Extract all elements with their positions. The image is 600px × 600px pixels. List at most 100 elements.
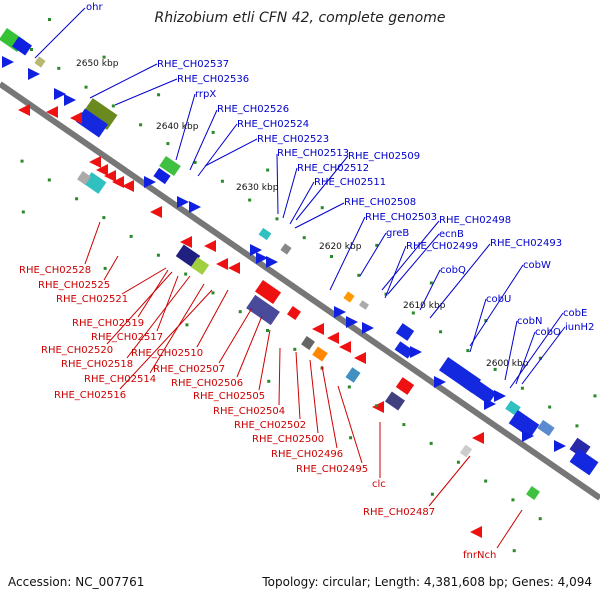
strand-arrow: [334, 306, 346, 318]
gene-label: RHE_CH02507: [153, 364, 225, 375]
feature-track: [0, 27, 599, 538]
leader-lines: [34, 7, 566, 549]
leader-line: [387, 233, 440, 295]
gene-label: RHE_CH02523: [257, 134, 329, 145]
rna-dot: [320, 206, 324, 210]
rna-dot: [484, 319, 488, 323]
strand-arrow: [144, 176, 156, 188]
genome-backbone: [0, 81, 600, 501]
gene-feature: [526, 486, 540, 500]
strand-arrow: [472, 432, 484, 444]
strand-arrow: [54, 88, 66, 100]
gene-label: cobW: [523, 260, 551, 271]
rna-dot: [267, 379, 271, 383]
rna-dot: [548, 405, 552, 409]
gene-feature: [175, 244, 201, 268]
rna-dot: [439, 330, 443, 334]
leader-line: [278, 347, 281, 406]
rna-dot: [211, 291, 215, 295]
rna-dot: [302, 236, 306, 240]
rna-dot: [593, 394, 597, 398]
kbp-label: 2640 kbp: [156, 122, 199, 132]
strand-arrow: [204, 240, 216, 252]
gene-label: RHE_CH02537: [157, 59, 229, 70]
leader-line: [196, 289, 229, 348]
strand-arrow: [250, 244, 262, 256]
leader-line: [282, 167, 298, 219]
gene-label: iunH2: [565, 322, 594, 333]
gene-feature: [537, 419, 555, 437]
rna-dot: [185, 323, 189, 327]
leader-line: [126, 275, 191, 359]
leader-line: [329, 216, 366, 291]
strand-arrow: [122, 180, 134, 192]
rna-dot: [402, 423, 406, 427]
gene-label: RHE_CH02514: [84, 374, 156, 385]
strand-arrow: [28, 68, 40, 80]
rna-dot: [349, 436, 353, 440]
gene-feature: [77, 171, 91, 185]
rna-dot: [238, 310, 242, 314]
gene-label: RHE_CH02528: [19, 265, 91, 276]
gene-feature: [385, 391, 405, 411]
strand-arrow: [104, 170, 116, 182]
leader-line: [428, 455, 471, 507]
rna-dot: [193, 160, 197, 164]
kbp-label: 2650 kbp: [76, 59, 119, 69]
gene-feature: [254, 279, 282, 305]
rna-dot: [512, 549, 516, 553]
strand-arrow: [96, 164, 108, 176]
strand-arrow: [89, 156, 101, 168]
gene-label: RHE_CH02505: [193, 391, 265, 402]
leader-line: [114, 78, 178, 106]
leader-line: [294, 202, 345, 229]
rna-dot: [466, 349, 470, 353]
gene-label: ecnB: [439, 229, 464, 240]
leader-line: [149, 283, 205, 374]
strand-arrow: [339, 341, 351, 353]
gene-label: RHE_CH02500: [252, 434, 324, 445]
gene-label: clc: [372, 479, 386, 490]
rna-dot: [20, 159, 24, 163]
gene-label: RHE_CH02524: [237, 119, 309, 130]
rna-dot: [84, 85, 88, 89]
gene-label: RHE_CH02487: [363, 507, 435, 518]
leader-line: [469, 264, 524, 347]
gene-label: RHE_CH02518: [61, 359, 133, 370]
gene-feature: [12, 36, 32, 56]
gene-label: RHE_CH02519: [72, 318, 144, 329]
strand-arrow: [18, 104, 30, 116]
leader-line: [515, 331, 536, 385]
gene-label: RHE_CH02504: [213, 406, 285, 417]
kbp-label: 2620 kbp: [319, 242, 362, 252]
rna-dot: [102, 55, 106, 59]
gene-label: RHE_CH02496: [271, 449, 343, 460]
gene-feature: [34, 56, 46, 68]
rna-dot: [184, 272, 188, 276]
leader-line: [106, 271, 173, 345]
rna-dot: [520, 386, 524, 390]
leader-line: [218, 307, 253, 364]
leader-line: [309, 359, 319, 434]
leader-line: [384, 245, 407, 299]
gene-label: fnrNch: [463, 550, 496, 561]
leader-line: [289, 181, 315, 225]
rna-dot: [347, 385, 351, 389]
leader-line: [276, 153, 279, 215]
strand-arrow: [554, 440, 566, 452]
leader-line: [34, 7, 86, 59]
reverse-labels: RHE_CH02528 RHE_CH02525 RHE_CH02521 RHE_…: [19, 265, 496, 561]
gene-label: rrpX: [195, 89, 216, 100]
gene-feature: [159, 155, 181, 177]
rna-dot: [266, 168, 270, 172]
gene-label: RHE_CH02511: [314, 177, 386, 188]
gene-label: RHE_CH02512: [297, 163, 369, 174]
strand-arrow: [70, 112, 82, 124]
gene-label: RHE_CH02493: [490, 238, 562, 249]
gene-label: cobN: [517, 316, 542, 327]
map-title: Rhizobium etli CFN 42, complete genome: [155, 10, 446, 26]
rna-dot: [30, 48, 33, 51]
strand-arrow: [266, 256, 278, 268]
strand-arrow: [362, 322, 374, 334]
